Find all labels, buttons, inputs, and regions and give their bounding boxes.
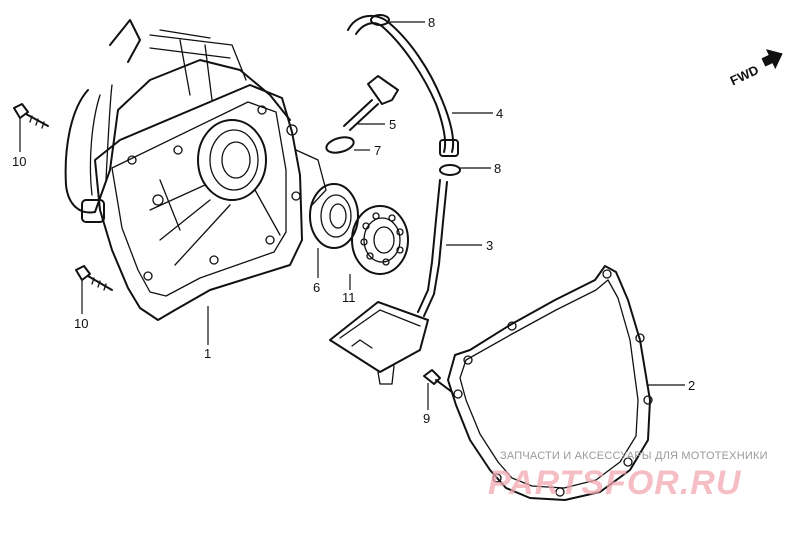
breather-hose: [347, 14, 459, 157]
callout-2: 2: [688, 378, 695, 393]
flange-bolt-lower: [75, 265, 113, 291]
leader-lines: [19, 21, 685, 410]
callout-10-lower: 10: [74, 316, 88, 331]
watermark-logo: PARTSFOR.RU: [488, 464, 742, 502]
hose-clip-upper: [370, 14, 390, 26]
callout-11: 11: [342, 290, 356, 305]
callout-8-upper: 8: [428, 15, 435, 30]
callout-5: 5: [389, 117, 396, 132]
o-ring: [325, 136, 355, 154]
arrow-right-icon: [761, 49, 783, 70]
fwd-label: FWD: [728, 62, 761, 88]
oil-tray-pipe: [329, 179, 448, 385]
flange-bolt-upper: [13, 103, 49, 129]
forward-direction-indicator: FWD: [728, 49, 783, 88]
callout-1: 1: [204, 346, 211, 361]
watermark: ЗАПЧАСТИ И АКСЕССУАРЫ ДЛЯ МОТОТЕХНИКИ PA…: [488, 450, 768, 502]
callout-3: 3: [486, 238, 493, 253]
cover-gasket: [447, 265, 653, 501]
crankcase-cover: [64, 19, 327, 321]
callout-4: 4: [496, 106, 503, 121]
hose-clip-lower: [439, 164, 461, 176]
callout-8-lower: 8: [494, 161, 501, 176]
ball-bearing: [351, 205, 409, 275]
oil-seal: [309, 183, 359, 249]
watermark-tagline: ЗАПЧАСТИ И АКСЕССУАРЫ ДЛЯ МОТОТЕХНИКИ: [500, 450, 768, 462]
callout-6: 6: [313, 280, 320, 295]
callout-9: 9: [423, 411, 430, 426]
oil-plug: [343, 75, 399, 131]
bolt-9: [423, 369, 453, 393]
callout-7: 7: [374, 143, 381, 158]
callout-10-upper: 10: [12, 154, 26, 169]
callout-labels: 1 2 3 4 5 6 7 8 8 9 10 10 11: [12, 15, 695, 426]
